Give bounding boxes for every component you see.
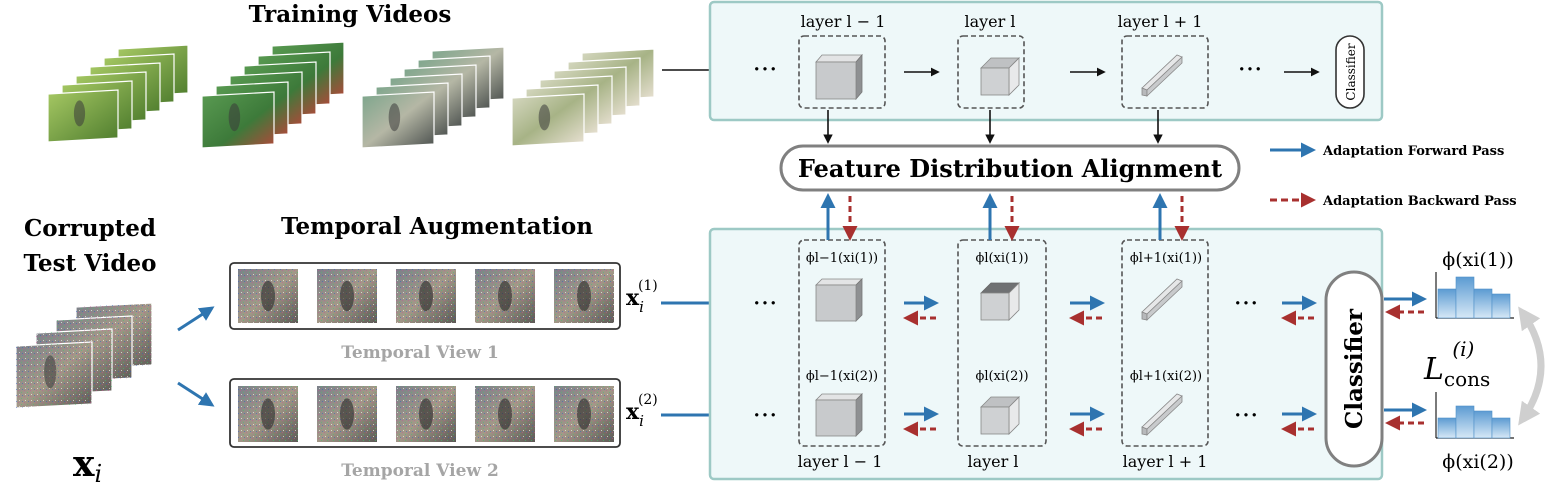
feature-label-cur-view1: ϕl(xi(1)) (975, 251, 1028, 266)
top-layer-prev-cube (815, 53, 863, 101)
temporal-view-2-frames (238, 386, 614, 442)
bottom-layer-prev-label: layer l − 1 (798, 452, 883, 471)
bottom-cube-next-view2 (1141, 393, 1183, 436)
test-to-view1-arrow (177, 306, 215, 332)
bottom-cube-prev-view1 (815, 278, 863, 322)
view2-variable: xi(2) (626, 392, 658, 430)
test-title-line2: Test Video (24, 250, 157, 277)
output2-label: ϕ(xi(2)) (1442, 451, 1513, 473)
bottom-cube-cur-view1 (980, 282, 1020, 321)
view1-variable: xi(1) (626, 278, 658, 316)
feature-label-next-view1: ϕl+1(xi(1)) (1130, 251, 1202, 266)
output1-label: ϕ(xi(1)) (1442, 249, 1513, 271)
bottom-ellipsis-row1-right: ··· (1234, 289, 1259, 319)
bottom-layer-next-box (1121, 239, 1209, 447)
temporal-view-2-label: Temporal View 2 (341, 461, 499, 481)
training-stack-bowling (361, 46, 505, 149)
row2-pass-arrows (903, 406, 1317, 437)
training-videos-title: Training Videos (249, 1, 452, 28)
training-stack-cricket (511, 48, 655, 147)
top-ellipsis-2: ··· (1238, 55, 1263, 85)
top-layer-cur-label: layer l (964, 12, 1015, 31)
prediction-histogram-view1 (1435, 272, 1514, 319)
top-layer-cur-cube (980, 57, 1020, 96)
training-stack-soccer (47, 44, 189, 143)
legend-backward-label: Adaptation Backward Pass (1322, 194, 1517, 209)
bottom-cube-next-view1 (1141, 278, 1183, 321)
bottom-layer-cur-box (957, 239, 1047, 447)
top-network-panel (708, 0, 1384, 122)
prediction-histogram-view2 (1435, 392, 1514, 439)
augmentation-title: Temporal Augmentation (281, 213, 593, 240)
legend-forward-label: Adaptation Forward Pass (1322, 144, 1504, 159)
temporal-view-1-label: Temporal View 1 (341, 343, 499, 363)
top-layer-next-label: layer l + 1 (1118, 12, 1203, 31)
bottom-layer-cur-label: layer l (967, 452, 1018, 471)
test-video-frames (15, 302, 153, 409)
consistency-loss-label: Lcons(i) (1423, 337, 1490, 391)
test-to-view2-arrow (177, 381, 215, 407)
bottom-ellipsis-row2-right: ··· (1234, 401, 1259, 431)
row1-pass-arrows (903, 295, 1317, 326)
top-layer-next-cube (1141, 54, 1183, 97)
top-classifier-label: Classifier (1344, 43, 1358, 100)
top-classifier-pill (1335, 35, 1365, 109)
feature-label-cur-view2: ϕl(xi(2)) (975, 369, 1028, 384)
feature-label-prev-view2: ϕl−1(xi(2)) (806, 369, 878, 384)
bottom-ellipsis-row2-left: ··· (753, 401, 778, 431)
top-layer-next-box (1121, 35, 1209, 109)
feature-alignment-pill (779, 144, 1241, 192)
bottom-cube-cur-view2 (980, 396, 1020, 435)
test-video-stack (15, 302, 153, 409)
bottom-layer-prev-box (798, 239, 886, 447)
bottom-cube-prev-view2 (815, 393, 863, 437)
feature-alignment-label: Feature Distribution Alignment (798, 154, 1222, 183)
test-title-line1: Corrupted (24, 215, 156, 242)
top-ellipsis-1: ··· (753, 55, 778, 85)
consistency-arrow (1518, 306, 1545, 426)
training-stack-athletics (201, 41, 345, 149)
bottom-classifier-label: Classifier (1341, 308, 1368, 429)
bottom-ellipsis-row1-left: ··· (753, 289, 778, 319)
test-variable: xi (73, 443, 102, 484)
feature-label-next-view2: ϕl+1(xi(2)) (1130, 369, 1202, 384)
bottom-classifier-pill (1324, 270, 1384, 468)
bottom-layer-next-label: layer l + 1 (1123, 452, 1208, 471)
feature-label-prev-view1: ϕl−1(xi(1)) (806, 251, 878, 266)
top-layer-prev-label: layer l − 1 (801, 12, 886, 31)
training-video-stacks (47, 41, 655, 149)
temporal-view-1-frames (238, 269, 614, 323)
top-layer-prev-box (798, 35, 886, 109)
top-layer-cur-box (957, 35, 1025, 109)
